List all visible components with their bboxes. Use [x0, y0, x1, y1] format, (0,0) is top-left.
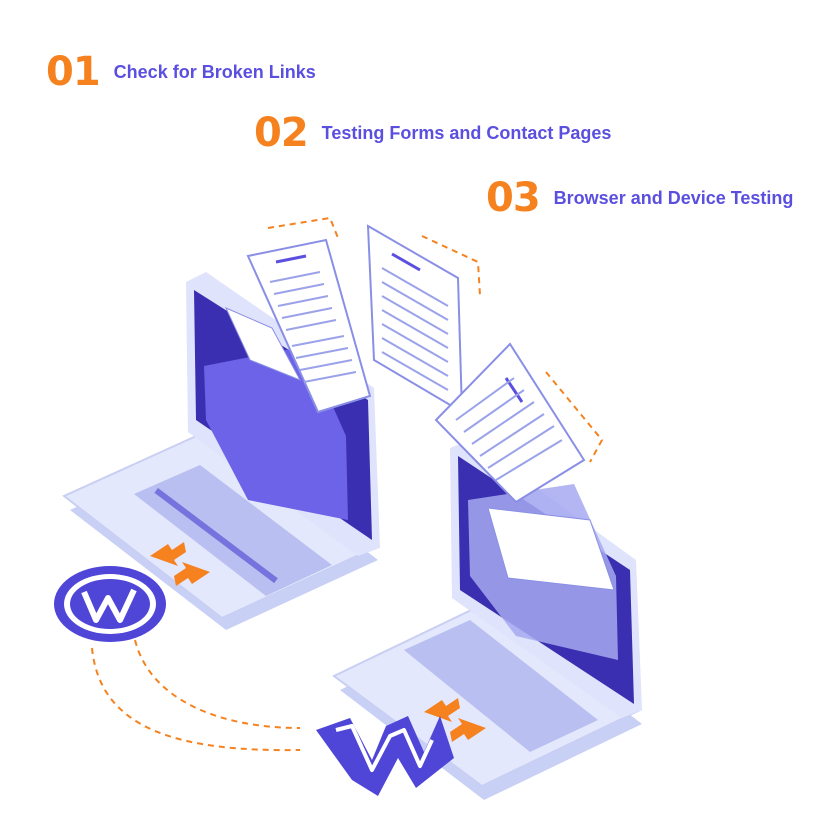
dashed-connectors [91, 216, 604, 752]
wordpress-logo-icon [54, 566, 166, 642]
laptop-right-icon [332, 440, 642, 800]
webflow-logo-icon [316, 716, 454, 796]
step-3-label: Browser and Device Testing [553, 187, 794, 208]
document-icon-3 [434, 342, 586, 504]
document-icon-2 [366, 224, 464, 414]
step-2: 02 Testing Forms and Contact Pages [254, 113, 611, 153]
arrows-swap-icon-right [424, 698, 486, 742]
step-1: 01 Check for Broken Links [46, 52, 316, 92]
step-3: 03 Browser and Device Testing [486, 178, 793, 218]
step-1-number: 01 [46, 49, 101, 95]
document-icon-1 [246, 238, 372, 414]
laptop-left-icon [62, 272, 380, 630]
step-2-number: 02 [254, 110, 309, 156]
step-3-number: 03 [486, 175, 541, 221]
step-2-label: Testing Forms and Contact Pages [321, 122, 612, 143]
step-1-label: Check for Broken Links [113, 61, 316, 82]
arrows-swap-icon-left [150, 542, 210, 586]
